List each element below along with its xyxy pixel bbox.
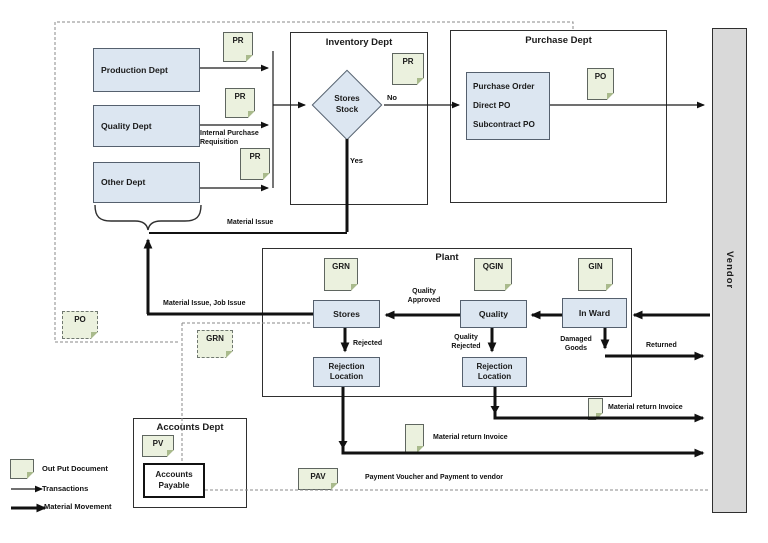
pr-document-icon: PR — [225, 88, 255, 118]
purchase-dept-title: Purchase Dept — [525, 35, 592, 46]
rejected-label: Rejected — [353, 340, 383, 347]
other-dept-node: Other Dept — [93, 162, 200, 203]
pr-document-icon: PR — [392, 53, 424, 85]
rejection-location-stores-node: Rejection Location — [313, 357, 380, 387]
no-branch-label: No — [387, 93, 397, 102]
legend-document-icon — [10, 459, 34, 479]
po-document-icon: PO — [587, 68, 614, 100]
gin-document-icon: GIN — [578, 258, 613, 291]
quality-dept-label: Quality Dept — [101, 120, 152, 131]
production-dept-label: Production Dept — [101, 64, 168, 75]
quality-approved-label: Quality Approved — [407, 288, 441, 304]
stores-node: Stores — [313, 300, 380, 328]
returned-label: Returned — [646, 342, 677, 349]
vendor-label: Vendor — [724, 251, 735, 290]
inventory-dept-title: Inventory Dept — [325, 37, 393, 48]
plant-title: Plant — [435, 252, 459, 263]
material-issue-label: Material Issue — [227, 219, 274, 226]
accounts-payable-node: Accounts Payable — [143, 463, 205, 498]
purchase-order-line: Purchase Order — [473, 82, 535, 92]
return-invoice-document-icon — [588, 398, 603, 420]
grn-document-icon: GRN — [324, 258, 358, 291]
grn-copy-document-icon: GRN — [197, 330, 233, 358]
in-ward-node: In Ward — [562, 298, 627, 328]
quality-dept-node: Quality Dept — [93, 105, 200, 147]
legend-material-movement-label: Material Movement — [44, 502, 112, 511]
material-return-invoice-label: Material return Invoice — [433, 434, 508, 441]
direct-po-line: Direct PO — [473, 100, 511, 110]
other-dept-label: Other Dept — [101, 177, 146, 188]
rejection-location-quality-node: Rejection Location — [462, 357, 527, 387]
subcontract-po-line: Subcontract PO — [473, 119, 535, 129]
quality-node: Quality — [460, 300, 527, 328]
po-copy-document-icon: PO — [62, 311, 98, 339]
legend-output-document-label: Out Put Document — [42, 464, 108, 473]
qgin-document-icon: QGIN — [474, 258, 512, 291]
pr-document-icon: PR — [240, 148, 270, 180]
internal-pr-label: Internal Purchase Requisition — [200, 130, 259, 146]
damaged-goods-label: Damaged Goods — [560, 336, 592, 352]
pv-document-icon: PV — [142, 435, 174, 457]
collector-brace — [94, 204, 202, 231]
yes-branch-label: Yes — [350, 156, 363, 165]
purchase-order-node: Purchase Order Direct PO Subcontract PO — [466, 72, 550, 140]
quality-rejected-label: Quality Rejected — [451, 334, 481, 350]
return-invoice-document-icon — [405, 424, 424, 453]
accounts-dept-title: Accounts Dept — [156, 422, 224, 433]
legend-transactions-label: Transactions — [42, 484, 89, 493]
payment-voucher-label: Payment Voucher and Payment to vendor — [365, 474, 503, 481]
pr-document-icon: PR — [223, 32, 253, 62]
stores-stock-decision-label: Stores Stock — [334, 94, 360, 114]
material-issue-job-label: Material Issue, Job Issue — [163, 300, 246, 307]
material-return-invoice-label: Material return Invoice — [608, 404, 683, 411]
vendor-bar: Vendor — [712, 28, 747, 513]
pav-document-icon: PAV — [298, 468, 338, 490]
production-dept-node: Production Dept — [93, 48, 200, 92]
